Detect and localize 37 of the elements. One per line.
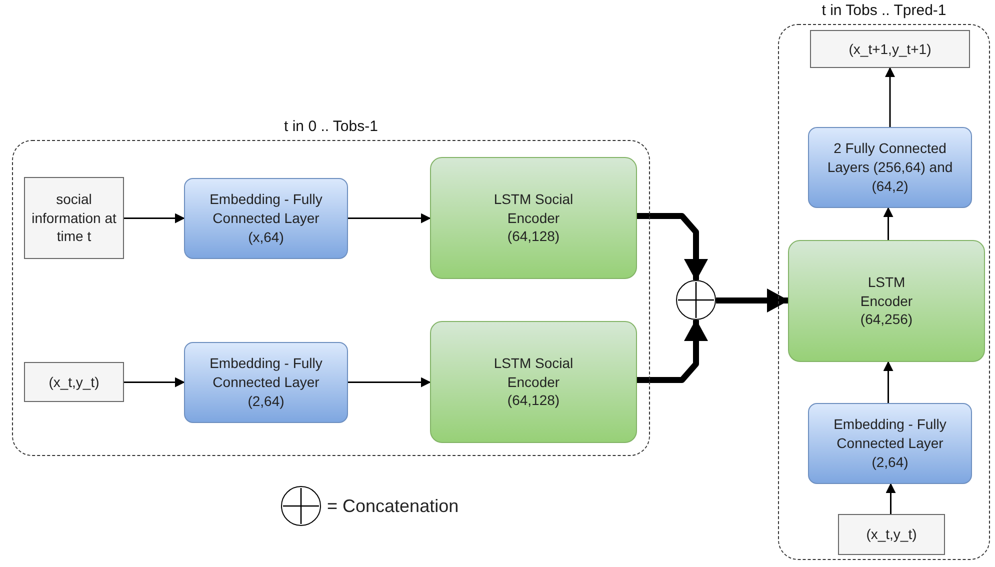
lstm-box	[788, 240, 985, 362]
group-title: t in Tobs .. Tpred-1	[820, 1, 948, 21]
layer-box	[808, 403, 972, 484]
io-box	[24, 177, 124, 259]
node-label: Embedding - Fully Connected Layer (x,64)	[208, 190, 324, 247]
node-label: Embedding - Fully Connected Layer (2,64)	[208, 354, 324, 411]
node-label: LSTM Social Encoder (64,128)	[494, 354, 574, 410]
layer-box	[184, 342, 348, 423]
arrow	[348, 377, 431, 388]
node-label: (x_t+1,y_t+1)	[848, 40, 932, 58]
node-label: (x_t,y_t)	[48, 372, 100, 392]
arrow	[124, 213, 185, 224]
io-box	[838, 514, 945, 555]
concatenation-node	[676, 280, 716, 320]
group-title: t in 0 .. Tobs-1	[283, 117, 379, 137]
arrow	[885, 67, 895, 127]
arrow	[886, 483, 896, 514]
node-label: LSTM Encoder (64,256)	[859, 272, 914, 330]
arrow	[637, 213, 708, 281]
arrow	[883, 207, 894, 240]
layer-box	[184, 178, 348, 259]
lstm-box	[430, 321, 637, 443]
arrow	[637, 319, 708, 383]
io-box	[810, 30, 970, 68]
node-label: (x_t,y_t)	[866, 525, 917, 544]
io-box	[24, 362, 124, 402]
node-label: social information at time t	[30, 190, 118, 246]
arrow	[716, 288, 789, 312]
arrow	[124, 377, 185, 388]
node-label: LSTM Social Encoder (64,128)	[494, 190, 574, 246]
node-label: 2 Fully Connected Layers (256,64) and (64,2)	[826, 139, 954, 196]
legend-label: = Concatenation	[327, 496, 459, 516]
node-label: Embedding - Fully Connected Layer (2,64)	[832, 415, 948, 472]
lstm-box	[430, 157, 637, 279]
arrow	[883, 361, 894, 403]
arrow	[348, 213, 431, 224]
layer-box	[808, 127, 972, 208]
